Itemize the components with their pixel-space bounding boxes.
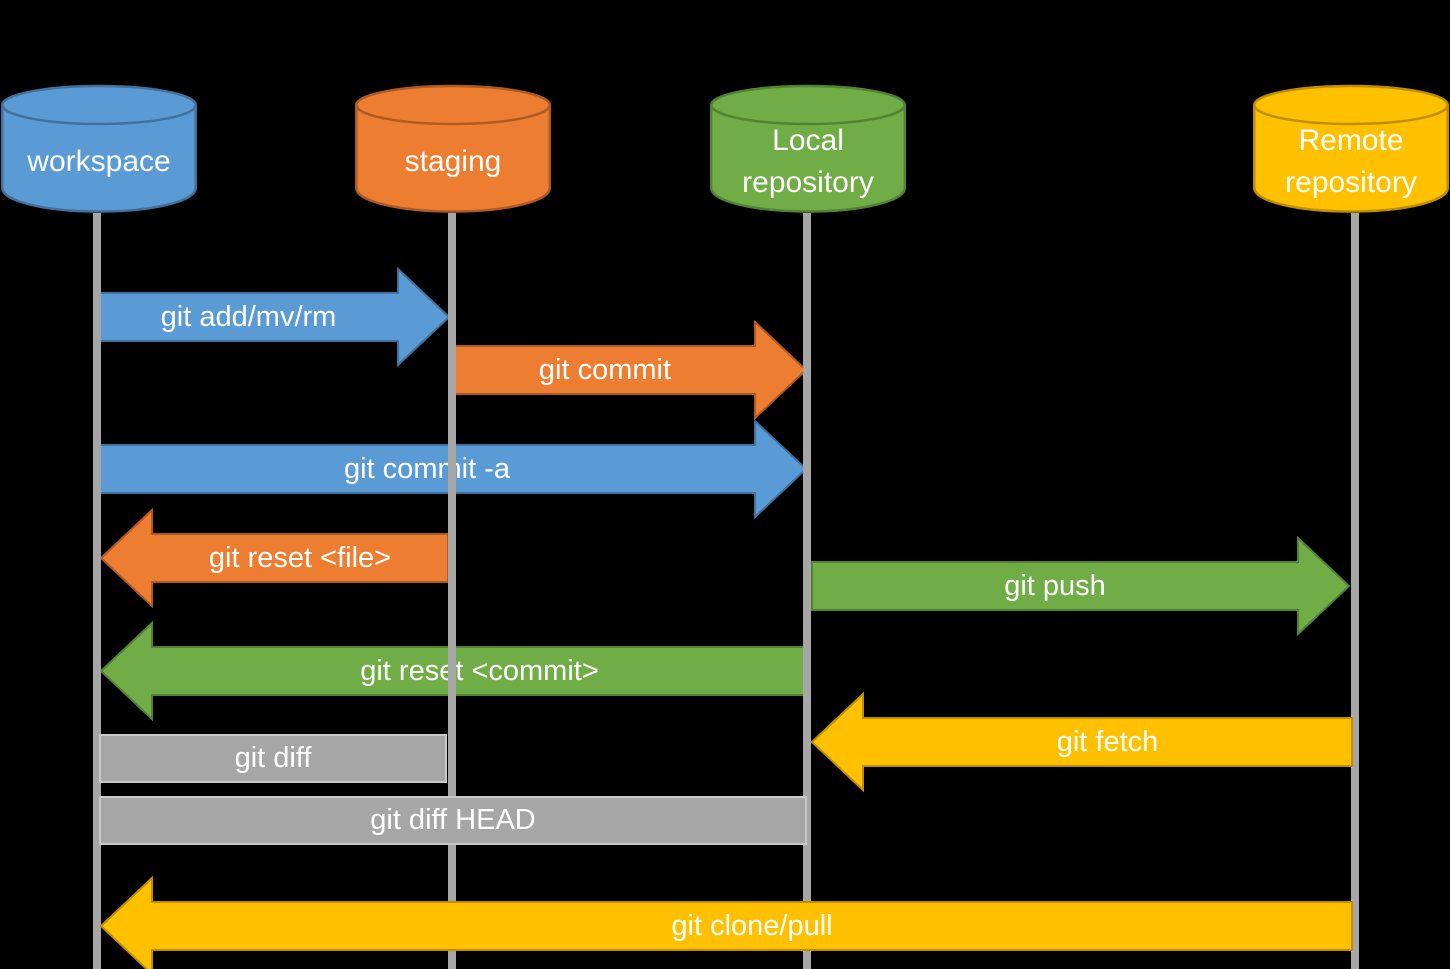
arrow-label: git commit — [538, 353, 672, 386]
lifeline-remote-repository — [1351, 213, 1359, 969]
database-cylinder-icon — [1253, 84, 1449, 213]
arrow-git-commit: git commit — [454, 319, 808, 421]
lifeline-local-repository — [803, 213, 811, 969]
arrow-git-clone-pull: git clone/pull — [99, 875, 1353, 969]
right-arrow-icon — [811, 535, 1351, 637]
arrow-label: git reset <commit> — [360, 654, 599, 687]
node-label-line: repository — [742, 165, 874, 199]
arrow-label: git clone/pull — [671, 909, 833, 942]
node-staging: staging — [355, 84, 551, 213]
database-cylinder-icon — [1, 84, 197, 213]
database-cylinder-icon — [710, 84, 906, 213]
left-arrow-icon — [810, 691, 1353, 793]
arrow-label: git fetch — [1056, 725, 1159, 758]
right-arrow-icon — [454, 319, 808, 421]
node-label-staging: staging — [355, 118, 551, 205]
node-local-repository: Local repository — [710, 84, 906, 213]
arrow-label: git commit -a — [344, 452, 510, 485]
node-label-line: repository — [1285, 165, 1417, 199]
arrow-git-push: git push — [811, 535, 1351, 637]
bar-label: git diff — [234, 742, 312, 774]
left-arrow-icon — [99, 875, 1353, 969]
node-label-remote-repository: Remote repository — [1253, 118, 1449, 205]
arrow-git-fetch: git fetch — [810, 691, 1353, 793]
node-workspace: workspace — [1, 84, 197, 213]
database-cylinder-icon — [355, 84, 551, 213]
arrow-git-reset-file: git reset <file> — [99, 507, 449, 609]
arrow-git-add-mv-rm: git add/mv/rm — [98, 266, 451, 368]
bar-git-diff-head: git diff HEAD — [99, 796, 807, 845]
node-remote-repository: Remote repository — [1253, 84, 1449, 213]
arrow-label: git push — [1004, 569, 1106, 602]
node-label-local-repository: Local repository — [710, 118, 906, 205]
node-label-line: Remote — [1298, 123, 1404, 157]
bar-label: git diff HEAD — [370, 804, 536, 836]
bar-shape — [99, 796, 807, 845]
right-arrow-icon — [98, 266, 451, 368]
node-label-line: staging — [404, 144, 502, 178]
bar-shape — [99, 734, 447, 783]
node-label-workspace: workspace — [1, 118, 197, 205]
lifeline-staging — [448, 213, 456, 969]
bar-git-diff: git diff — [99, 734, 447, 783]
lifeline-workspace — [93, 213, 101, 969]
left-arrow-icon — [99, 507, 449, 609]
arrow-label: git add/mv/rm — [160, 300, 337, 333]
arrow-label: git reset <file> — [208, 541, 392, 574]
node-label-line: workspace — [27, 144, 171, 178]
node-label-line: Local — [772, 123, 844, 157]
